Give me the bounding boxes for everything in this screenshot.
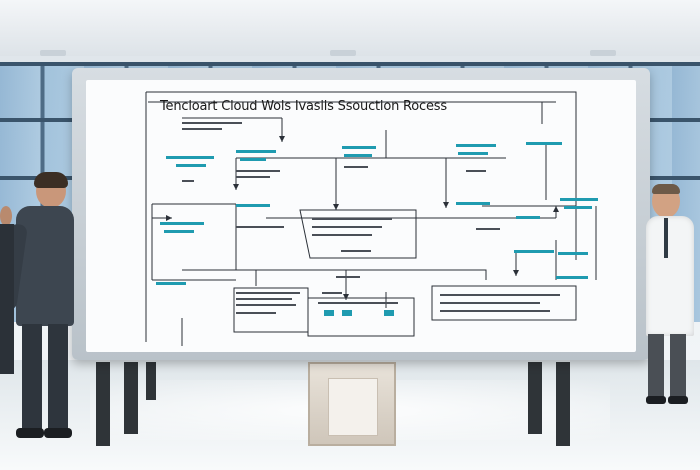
board-pedestal	[308, 362, 396, 446]
person-partial	[0, 206, 14, 376]
whiteboard-title: Tencloart Cloud Wols Ivasiis Ssouction R…	[160, 99, 447, 114]
businessman	[0, 172, 80, 452]
board-leg	[528, 362, 542, 434]
board-leg	[96, 362, 110, 446]
ceiling-light	[590, 50, 616, 56]
ceiling-light	[330, 50, 356, 56]
board-leg	[124, 362, 138, 434]
window-rail	[0, 62, 700, 66]
flow-diagram	[145, 91, 598, 346]
scientist	[640, 184, 700, 414]
board-leg	[556, 362, 570, 446]
ceiling-light	[40, 50, 66, 56]
board-leg	[146, 362, 156, 400]
whiteboard: Tencloart Cloud Wols Ivasiis Ssouction R…	[86, 80, 636, 352]
ceiling	[0, 0, 700, 56]
